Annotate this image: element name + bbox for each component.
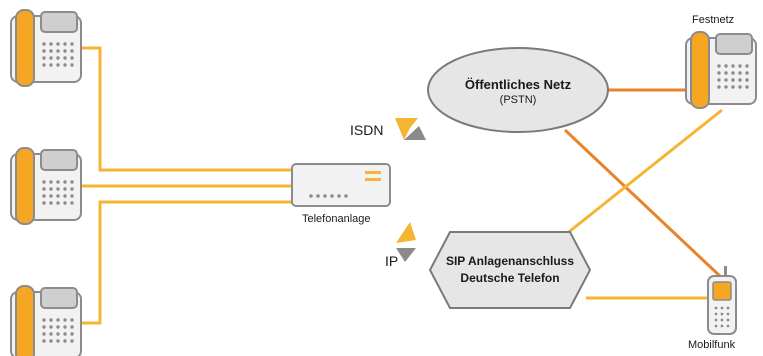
pbx-device xyxy=(291,163,391,207)
pstn-title-label: Öffentliches Netz xyxy=(464,77,572,92)
festnetz-label: Festnetz xyxy=(692,14,735,26)
mobile-phone-icon xyxy=(707,266,737,335)
line-phone3-pbx xyxy=(80,200,300,325)
sip-network xyxy=(428,231,592,309)
phone-icon-2 xyxy=(10,147,82,225)
mobilfunk-label: Mobilfunk xyxy=(688,339,736,351)
festnetz-phone-icon xyxy=(685,31,757,109)
pstn-network xyxy=(427,47,609,133)
pbx-indicator-dots xyxy=(309,194,348,198)
pstn-subtitle-label: (PSTN) xyxy=(499,94,537,106)
isdn-arrow-icon xyxy=(395,118,426,140)
line-phone1-pbx xyxy=(80,46,300,172)
line-pstn-mobilfunk xyxy=(563,128,724,280)
external-lines xyxy=(563,88,724,300)
internal-lines xyxy=(80,46,300,325)
phone-icon-1 xyxy=(10,9,82,87)
isdn-label: ISDN xyxy=(350,122,384,138)
ip-label: IP xyxy=(385,253,399,269)
line-sip-festnetz xyxy=(564,108,723,237)
sip-subtitle-label: Deutsche Telefon xyxy=(460,271,560,285)
ip-arrow-icon xyxy=(396,222,416,262)
sip-title-label: SIP Anlagenanschluss xyxy=(445,254,575,268)
phone-icon-3 xyxy=(10,285,82,356)
telefonanlage-label: Telefonanlage xyxy=(302,213,371,225)
